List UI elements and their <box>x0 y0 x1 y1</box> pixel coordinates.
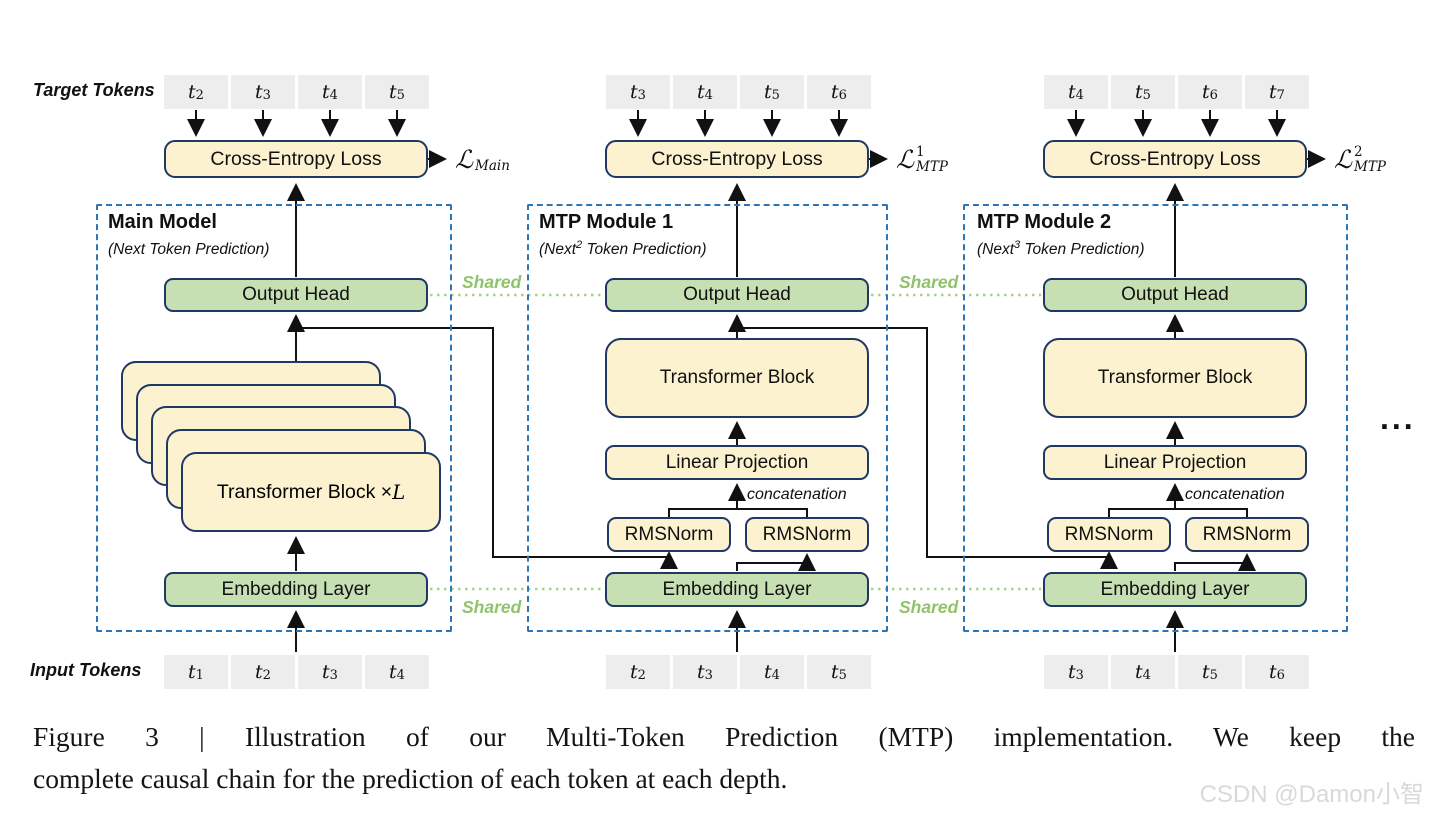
shared-dotted-links <box>430 293 1041 591</box>
cross-entropy-loss-box: Cross-Entropy Loss <box>1043 140 1307 178</box>
mtp-module-1-subtitle: (Next2 Token Prediction) <box>539 239 707 259</box>
rmsnorm-box: RMSNorm <box>1047 517 1171 552</box>
shared-label: Shared <box>462 272 522 292</box>
more-modules-ellipsis: ... <box>1380 400 1416 436</box>
transformer-block-xl-box: Transformer Block × L <box>181 452 441 532</box>
shared-label: Shared <box>899 272 959 292</box>
rmsnorm-box: RMSNorm <box>745 517 869 552</box>
main-model-subtitle: (Next Token Prediction) <box>108 241 270 259</box>
target-tokens-label: Target Tokens <box>33 80 155 100</box>
caption-line-2: complete causal chain for the prediction… <box>33 763 788 794</box>
output-head-box: Output Head <box>605 278 869 312</box>
shared-label: Shared <box>899 597 959 617</box>
output-head-box: Output Head <box>164 278 428 312</box>
mtp-module-2-title: MTP Module 2 <box>977 211 1112 233</box>
rmsnorm-box: RMSNorm <box>1185 517 1309 552</box>
concatenation-label: concatenation <box>1185 486 1285 503</box>
embedding-layer-box: Embedding Layer <box>164 572 428 607</box>
black-arrows <box>187 110 1326 652</box>
rmsnorm-box: RMSNorm <box>607 517 731 552</box>
linear-projection-box: Linear Projection <box>1043 445 1307 480</box>
mtp-module-2-subtitle: (Next3 Token Prediction) <box>977 239 1145 259</box>
embedding-layer-box: Embedding Layer <box>1043 572 1307 607</box>
main-model-title: Main Model <box>108 211 217 233</box>
linear-projection-box: Linear Projection <box>605 445 869 480</box>
transformer-block-box: Transformer Block <box>1043 338 1307 418</box>
mtp-module-1 <box>527 204 888 632</box>
caption-line-1: Figure 3 | Illustration of our Multi-Tok… <box>33 721 1415 752</box>
embedding-layer-box: Embedding Layer <box>605 572 869 607</box>
cross-entropy-loss-box: Cross-Entropy Loss <box>605 140 869 178</box>
figure-caption: Figure 3 | Illustration of our Multi-Tok… <box>33 716 1415 800</box>
mtp-module-2 <box>963 204 1348 632</box>
connector-arrows <box>187 110 1326 652</box>
csdn-watermark: CSDN @Damon小智 <box>1199 781 1424 808</box>
concatenation-label: concatenation <box>747 486 847 503</box>
cross-entropy-loss-box: Cross-Entropy Loss <box>164 140 428 178</box>
shared-label: Shared <box>462 597 522 617</box>
transformer-block-box: Transformer Block <box>605 338 869 418</box>
output-head-box: Output Head <box>1043 278 1307 312</box>
input-tokens-label: Input Tokens <box>30 660 142 680</box>
cross-entropy-loss-label: Cross-Entropy Loss <box>210 147 382 170</box>
mtp-module-1-title: MTP Module 1 <box>539 211 674 233</box>
main-model-module <box>96 204 452 632</box>
loss-label-main: ℒ Main <box>455 145 510 175</box>
